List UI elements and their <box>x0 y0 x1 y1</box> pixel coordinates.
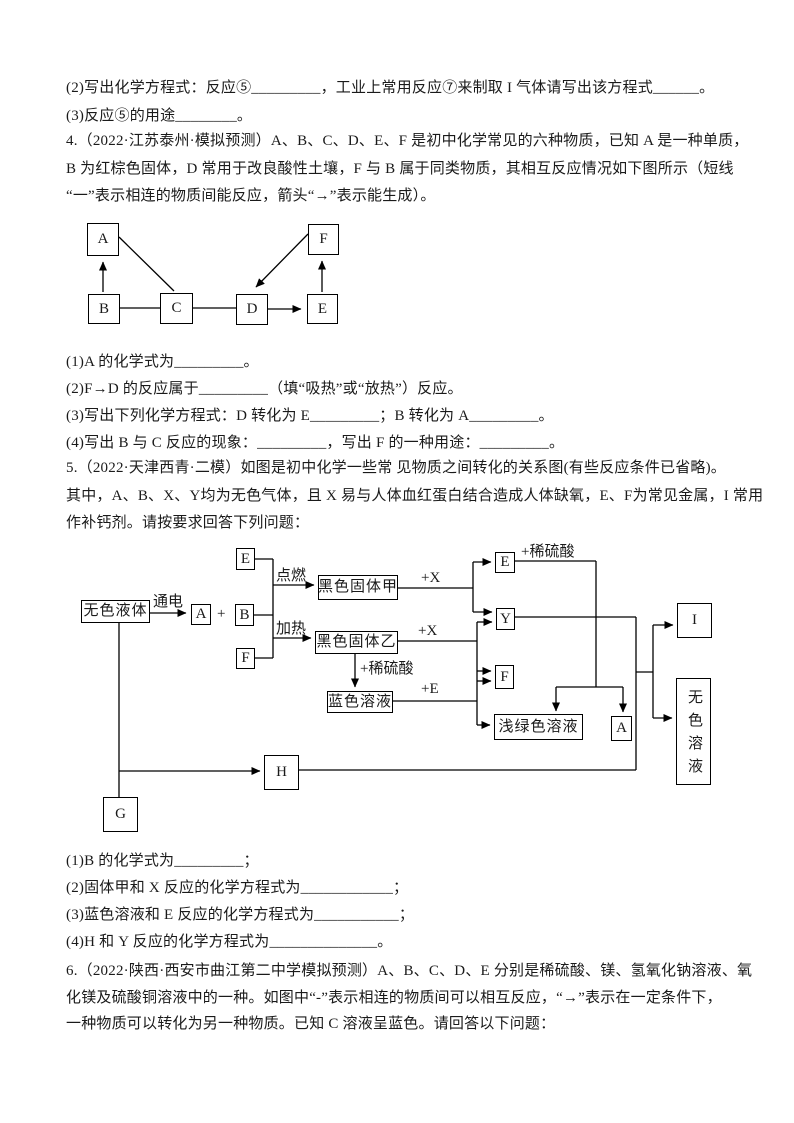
q5-sub-4: (4)H 和 Y 反应的化学方程式为______________。 <box>66 934 393 950</box>
q6-stem-line-3: 一种物质可以转化为另一种物质。已知 C 溶液呈蓝色。请回答以下问题： <box>66 1016 556 1032</box>
node-q5-i: I <box>677 603 712 638</box>
node-q5-b1: B <box>235 604 254 626</box>
node-light-green-solution: 浅绿色溶液 <box>494 714 583 740</box>
label-plus-dilute-acid-e: +稀硫酸 <box>521 544 575 560</box>
node-q5-e2: E <box>495 552 515 573</box>
q6-stem-line-1: 6.（2022·陕西·西安市曲江第二中学模拟预测）A、B、C、D、E 分别是稀硫… <box>66 963 753 979</box>
q4-stem-line-3: “一”表示相连的物质间能反应，箭头“→”表示能生成）。 <box>66 188 436 204</box>
node-q4-d: D <box>236 294 268 325</box>
q6-stem-line-2: 化镁及硫酸铜溶液中的一种。如图中“-”表示相连的物质间可以相互反应，“→”表示在… <box>66 990 722 1006</box>
q5-sub-2: (2)固体甲和 X 反应的化学方程式为____________； <box>66 880 409 896</box>
wire-f-to-d <box>255 233 309 288</box>
intro-line-use: (3)反应⑤的用途________。 <box>66 108 253 124</box>
label-heat: 加热 <box>276 621 307 637</box>
q4-sub-4: (4)写出 B 与 C 反应的现象：_________，写出 F 的一种用途：_… <box>66 435 565 451</box>
q4-sub-1: (1)A 的化学式为_________。 <box>66 354 259 370</box>
node-q5-f2: F <box>495 665 514 689</box>
label-electrify: 通电 <box>153 594 184 610</box>
node-q4-b: B <box>88 294 120 324</box>
node-q4-c: C <box>160 293 193 324</box>
node-colorless-liquid: 无色液体 <box>81 600 150 623</box>
q5-stem-line-2: 其中，A、B、X、Y均为无色气体，且 X 易与人体血红蛋白结合造成人体缺氧，E、… <box>66 488 764 504</box>
label-plus-x-top: +X <box>421 570 441 586</box>
node-q5-g: G <box>103 797 138 832</box>
node-black-solid-yi: 黑色固体乙 <box>315 631 398 654</box>
q4-stem-line-1: 4.（2022·江苏泰州·模拟预测）A、B、C、D、E、F 是初中化学常见的六种… <box>66 133 749 149</box>
label-plus-dilute-acid-yi: +稀硫酸 <box>360 661 414 677</box>
q4-sub-3: (3)写出下列化学方程式：D 转化为 E_________；B 转化为 A___… <box>66 408 554 424</box>
label-plus-e: +E <box>421 681 439 697</box>
node-q5-a1: A <box>191 604 211 625</box>
node-q4-e: E <box>307 294 338 324</box>
label-plus-sign: + <box>217 606 226 622</box>
label-ignite: 点燃 <box>276 568 307 584</box>
node-q5-e1: E <box>236 548 255 570</box>
node-q5-h: H <box>264 755 299 790</box>
node-blue-solution: 蓝色溶液 <box>327 691 393 713</box>
node-q5-f1: F <box>236 648 255 669</box>
node-colorless-solution: 无色溶液 <box>676 678 711 785</box>
q5-stem-line-3: 作补钙剂。请按要求回答下列问题： <box>66 515 310 531</box>
node-q4-a: A <box>87 223 119 256</box>
node-q4-f: F <box>308 224 339 255</box>
intro-line-eq: (2)写出化学方程式：反应⑤_________，工业上常用反应⑦来制取 I 气体… <box>66 80 715 96</box>
q5-stem-line-1: 5.（2022·天津西青·二模）如图是初中化学一些常 见物质之间转化的关系图(有… <box>66 460 726 476</box>
q4-stem-line-2: B 为红棕色固体，D 常用于改良酸性土壤，F 与 B 属于同类物质，其相互反应情… <box>66 161 734 177</box>
wire-a-c <box>118 236 175 292</box>
node-black-solid-jia: 黑色固体甲 <box>318 575 398 600</box>
q4-sub-2: (2)F→D 的反应属于_________（填“吸热”或“放热”）反应。 <box>66 381 463 397</box>
node-q5-a2: A <box>611 716 632 741</box>
label-plus-x-mid: +X <box>418 623 438 639</box>
q5-sub-3: (3)蓝色溶液和 E 反应的化学方程式为___________； <box>66 907 415 923</box>
node-q5-y: Y <box>496 608 515 630</box>
q5-sub-1: (1)B 的化学式为_________； <box>66 853 259 869</box>
